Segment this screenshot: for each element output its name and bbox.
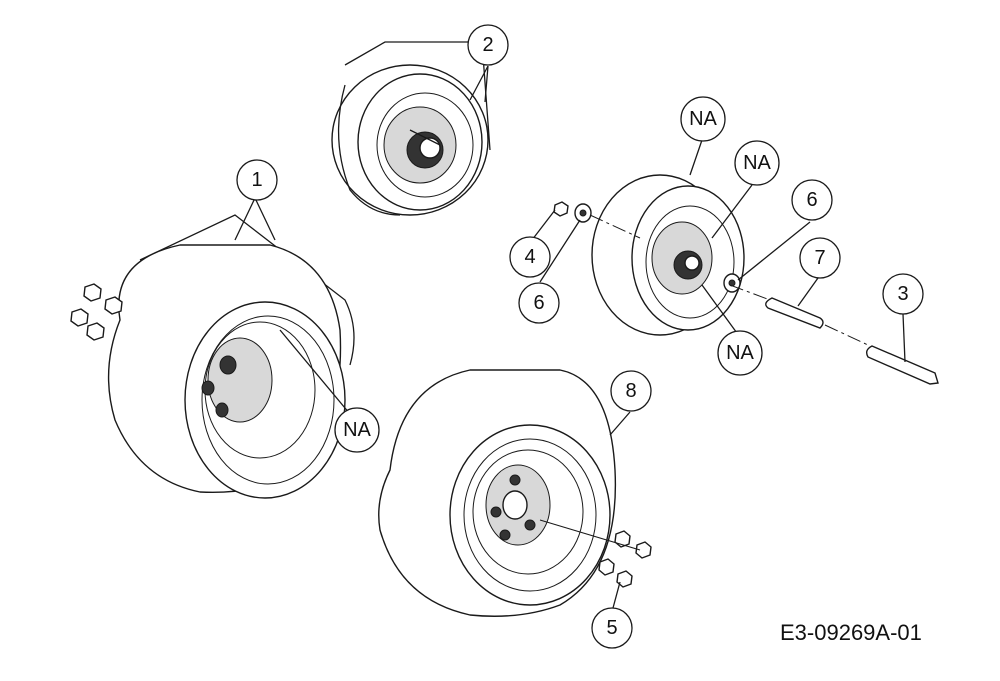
callout-6-left: 6	[518, 282, 560, 324]
nut-part-4	[553, 201, 569, 217]
callout-7: 7	[799, 237, 841, 279]
svg-text:1: 1	[251, 169, 262, 191]
front-wheel-exploded	[553, 174, 939, 385]
rear-wheel-assembly-left	[70, 214, 356, 499]
svg-text:6: 6	[806, 189, 817, 211]
lug-nuts-left	[70, 283, 123, 341]
front-wheel-assembly-top	[331, 41, 491, 216]
spacer-part-7	[765, 297, 824, 329]
rear-wheel-assembly-bottom	[378, 369, 652, 617]
callout-6-right: 6	[791, 179, 833, 221]
svg-text:NA: NA	[689, 108, 717, 130]
callout-na-rim: NA	[717, 330, 763, 376]
svg-text:2: 2	[482, 34, 493, 56]
svg-text:NA: NA	[726, 342, 754, 364]
callout-2: 2	[467, 24, 509, 66]
svg-text:6: 6	[533, 292, 544, 314]
callout-1: 1	[236, 159, 278, 201]
svg-text:3: 3	[897, 283, 908, 305]
callout-5: 5	[591, 607, 633, 649]
svg-text:NA: NA	[743, 152, 771, 174]
callout-na-hub: NA	[734, 140, 780, 186]
svg-text:8: 8	[625, 380, 636, 402]
svg-text:4: 4	[524, 246, 535, 268]
callout-na-tire-top: NA	[680, 96, 726, 142]
axle-bolt-part-3	[865, 345, 939, 385]
callout-3: 3	[882, 273, 924, 315]
leader-lines	[234, 65, 906, 609]
callout-na-wheel-left: NA	[334, 407, 380, 453]
callout-4: 4	[509, 236, 551, 278]
svg-text:5: 5	[606, 617, 617, 639]
lug-nuts-bottom	[598, 530, 652, 588]
svg-text:7: 7	[814, 247, 825, 269]
document-code: E3-09269A-01	[780, 620, 922, 645]
svg-text:NA: NA	[343, 419, 371, 441]
callout-8: 8	[610, 370, 652, 412]
